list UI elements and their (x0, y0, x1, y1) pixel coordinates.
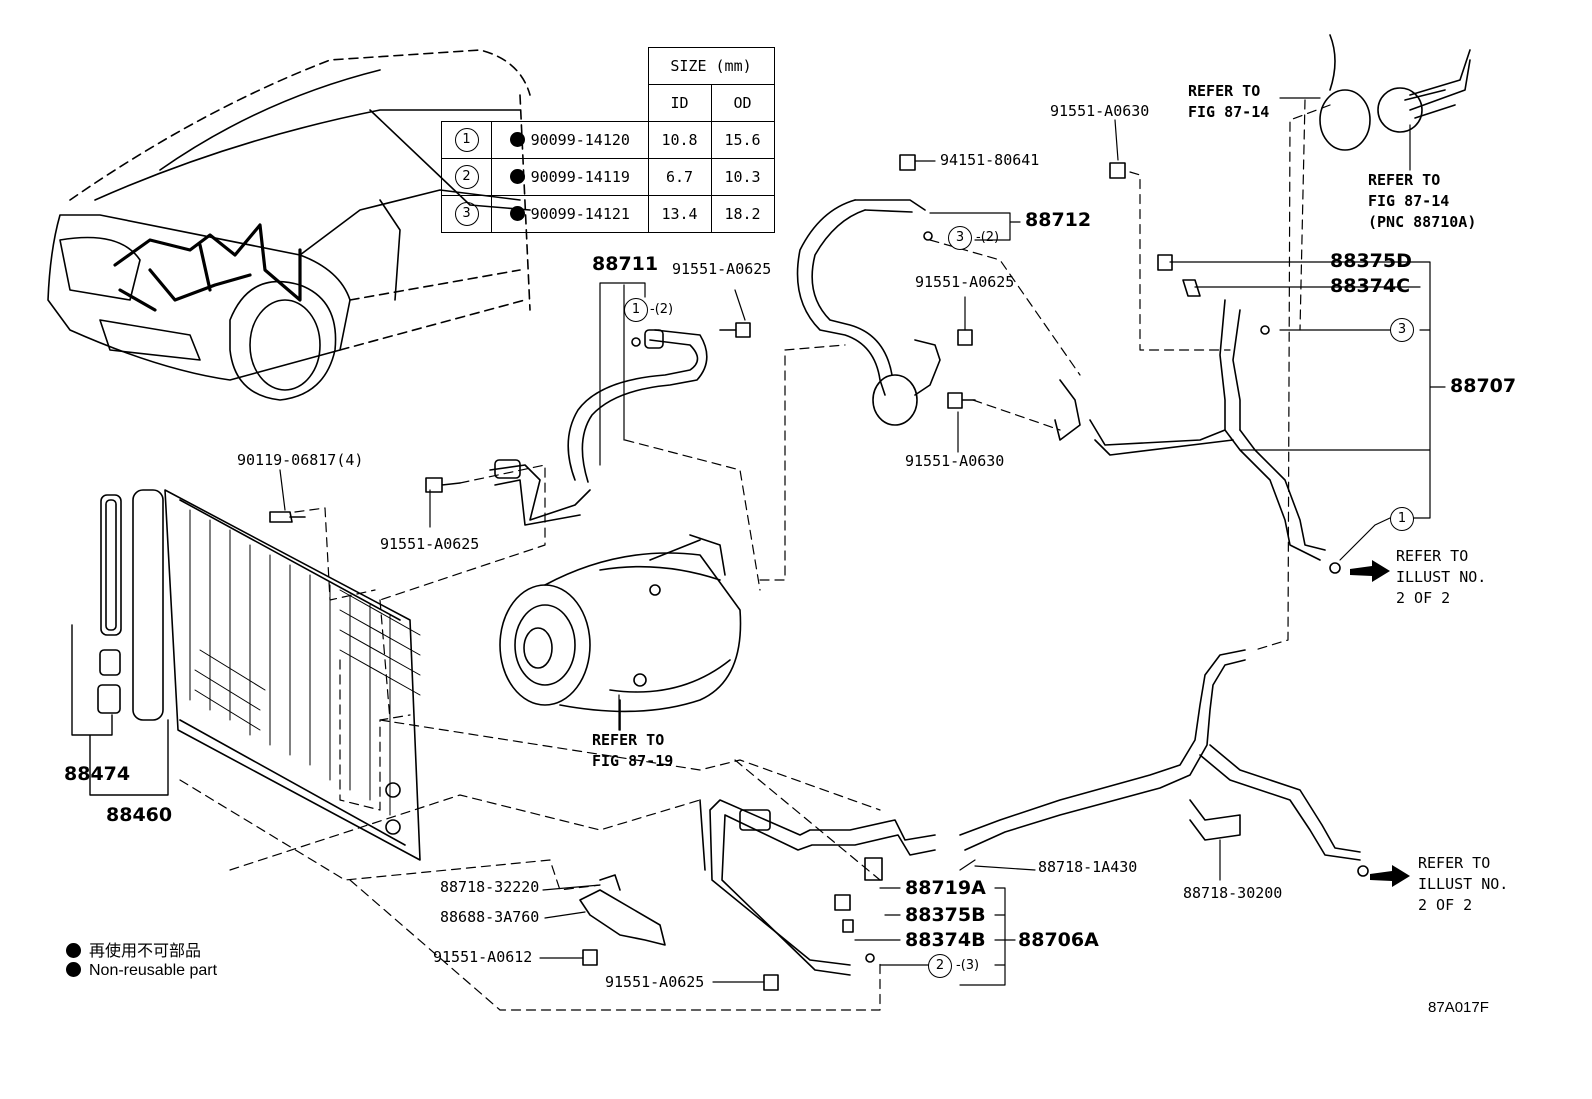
label-88688-3a760: 88688-3A760 (440, 908, 540, 926)
non-reusable-dot-icon (509, 132, 525, 147)
hose-88712 (796, 199, 941, 426)
ref-circle: 1 (454, 128, 479, 152)
table-row: 2 90099-14119 6.7 10.3 (441, 158, 775, 196)
refer-fig-87-19: REFER TO FIG 87-19 (592, 731, 674, 770)
refer-illust-a: REFER TO ILLUST NO. 2 OF 2 (1396, 547, 1487, 607)
label-91551-a0625-bot: 91551-A0625 (605, 973, 705, 991)
label-90119-06817: 90119-06817(4) (237, 451, 364, 469)
label-88375d: 88375D (1330, 250, 1412, 272)
inner-diameter: 13.4 (647, 195, 712, 233)
table-row: 1 90099-14120 10.8 15.6 (441, 121, 775, 159)
tube-88706a (699, 649, 1361, 976)
tube-88707 (1054, 34, 1471, 561)
ref-circle-1: 1 (624, 298, 648, 322)
condenser-illustration (71, 489, 421, 861)
label-88712: 88712 (1025, 209, 1092, 231)
ref-circle-3-right: 3 (1390, 318, 1414, 342)
ref-qty: -(2) (976, 230, 1000, 245)
bolts (269, 154, 1369, 991)
label-88718-1a430: 88718-1A430 (1038, 858, 1138, 876)
ref-qty: -(3) (956, 958, 980, 973)
part-number: 90099-14121 (530, 205, 630, 223)
ref-circle: 2 (454, 165, 479, 189)
label-91551-a0625-top: 91551-A0625 (672, 260, 772, 278)
refer-illust-b: REFER TO ILLUST NO. 2 OF 2 (1418, 854, 1509, 914)
label-88706a: 88706A (1018, 929, 1099, 951)
label-91551-a0625-mid: 91551-A0625 (915, 273, 1015, 291)
dashed-lines (179, 99, 1331, 1011)
label-94151-80641: 94151-80641 (940, 151, 1040, 169)
refer-fig-87-14-a: REFER TO FIG 87-14 (1188, 82, 1270, 121)
od-header: OD (710, 84, 775, 122)
non-reusable-dot-icon (66, 962, 81, 977)
non-reusable-dot-icon (509, 169, 525, 184)
leader-lines (279, 97, 1446, 986)
hose-size-table: SIZE (mm) ID OD 1 90099-14120 10.8 15.6 … (441, 47, 775, 233)
non-reusable-dot-icon (509, 206, 525, 221)
hose-88711 (489, 329, 708, 526)
ref-circle: 3 (454, 202, 479, 226)
label-88718-32220: 88718-32220 (440, 878, 540, 896)
outer-diameter: 18.2 (710, 195, 775, 233)
table-row: 3 90099-14121 13.4 18.2 (441, 195, 775, 233)
outer-diameter: 10.3 (710, 158, 775, 196)
label-88711: 88711 (592, 253, 659, 275)
legend-jp-text: 再使用不可部品 (89, 943, 202, 960)
bracket-88688 (579, 874, 666, 946)
label-88374b: 88374B (905, 929, 986, 951)
outer-diameter: 15.6 (710, 121, 775, 159)
ref-circle-2: 2 (928, 954, 952, 978)
legend-jp: 再使用不可部品 (66, 937, 201, 961)
ref-circle-1-right: 1 (1390, 507, 1414, 531)
refer-fig-87-14-b: REFER TO FIG 87-14 (PNC 88710A) (1368, 171, 1477, 231)
part-number: 90099-14120 (530, 131, 630, 149)
label-91551-a0630-mid: 91551-A0630 (905, 452, 1005, 470)
label-91551-a0625-left: 91551-A0625 (380, 535, 480, 553)
label-88460: 88460 (106, 804, 173, 826)
label-88718-30200: 88718-30200 (1183, 884, 1283, 902)
label-88707: 88707 (1450, 375, 1517, 397)
part-number: 90099-14119 (530, 168, 630, 186)
refer-arrows (1350, 560, 1410, 887)
legend-en-text: Non-reusable part (89, 962, 218, 979)
label-88474: 88474 (64, 763, 131, 785)
compressor-illustration (499, 534, 742, 731)
label-88374c: 88374C (1330, 275, 1411, 297)
legend-en: Non-reusable part (66, 962, 217, 980)
label-91551-a0612: 91551-A0612 (433, 948, 533, 966)
diagram-code: 87A017F (1428, 999, 1489, 1016)
label-88375b: 88375B (905, 904, 986, 926)
inner-diameter: 6.7 (647, 158, 712, 196)
label-88719a: 88719A (905, 877, 986, 899)
inner-diameter: 10.8 (647, 121, 712, 159)
ref-qty: -(2) (650, 302, 674, 317)
ref-circle-3: 3 (948, 226, 972, 250)
id-header: ID (647, 84, 712, 122)
size-header: SIZE (mm) (647, 47, 775, 85)
label-91551-a0630-top: 91551-A0630 (1050, 102, 1150, 120)
non-reusable-dot-icon (66, 943, 81, 958)
